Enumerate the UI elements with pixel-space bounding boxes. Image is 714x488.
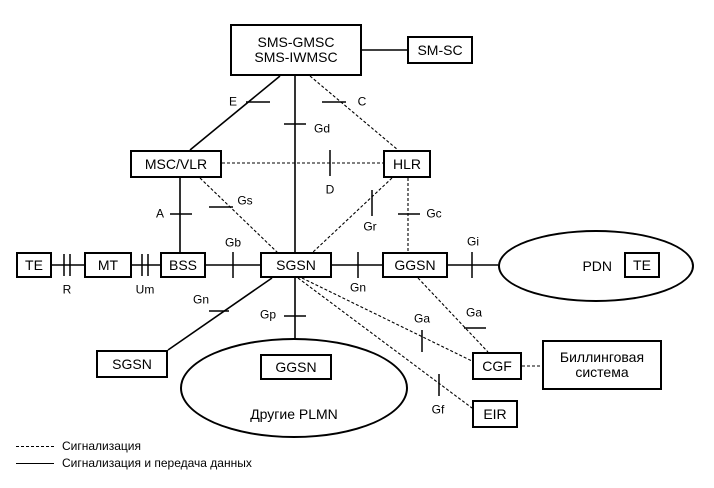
other-ggsn-label: GGSN — [275, 358, 317, 375]
sms-iwmsc-label: SMS-IWMSC — [254, 49, 338, 65]
mt-label: MT — [97, 256, 119, 273]
mt-node: MT — [84, 252, 132, 278]
interface-label-ga-ggsn: Ga — [465, 305, 483, 320]
te-right-label: TE — [633, 256, 651, 273]
link-hlr-sgsn — [311, 177, 393, 254]
interface-label-ga-sgsn: Ga — [413, 311, 431, 326]
eir-node: EIR — [472, 400, 518, 428]
sm-sc-label: SM-SC — [417, 41, 463, 58]
bss-label: BSS — [168, 256, 197, 273]
interface-label-gc: Gc — [426, 206, 442, 221]
interface-label-e: E — [228, 94, 238, 109]
legend-signaling-data-text: Сигнализация и передача данных — [62, 456, 252, 470]
eir-label: EIR — [483, 405, 507, 422]
interface-label-gr: Gr — [363, 219, 377, 234]
ggsn-label: GGSN — [394, 256, 436, 273]
link-sgsn-cgf — [301, 277, 475, 363]
interface-label-um: Um — [135, 282, 155, 297]
hlr-label: HLR — [392, 155, 421, 172]
sm-sc-node: SM-SC — [407, 36, 473, 64]
billing-label-line1: Биллинговая — [559, 349, 645, 365]
legend-signaling: Сигнализация — [16, 439, 141, 453]
interface-label-gd: Gd — [313, 121, 331, 136]
sgsn-label: SGSN — [276, 256, 316, 273]
link-gmsc-mscvlr — [189, 75, 281, 151]
link-sgsn-remote-sgsn — [167, 277, 273, 351]
interface-label-gp: Gp — [259, 307, 277, 322]
interface-label-c: C — [357, 94, 367, 109]
interface-label-gf: Gf — [431, 402, 445, 417]
msc-vlr-label: MSC/VLR — [144, 155, 208, 172]
sgsn-node: SGSN — [260, 252, 332, 278]
interface-label-gb: Gb — [224, 235, 242, 250]
link-mscvlr-sgsn — [199, 177, 279, 254]
link-gmsc-hlr — [309, 75, 399, 151]
legend-signaling-text: Сигнализация — [62, 439, 142, 453]
interface-label-gi: Gi — [467, 234, 479, 249]
dashed-links — [199, 75, 542, 409]
link-sgsn-eir — [297, 277, 473, 409]
remote-sgsn-node: SGSN — [96, 350, 168, 378]
billing-system-node: Биллинговая система — [542, 340, 662, 390]
interface-ticks — [63, 101, 486, 396]
interface-label-r: R — [62, 282, 72, 297]
other-plmn-label: Другие PLMN — [250, 406, 338, 422]
other-ggsn-node: GGSN — [260, 354, 332, 380]
hlr-node: HLR — [383, 150, 431, 178]
legend-solid-swatch — [16, 462, 54, 464]
te-left-node: TE — [16, 252, 52, 278]
msc-vlr-node: MSC/VLR — [130, 150, 222, 178]
interface-label-d: D — [325, 182, 335, 197]
sms-gmsc-label: SMS-GMSC — [257, 34, 335, 50]
sms-gmsc-node: SMS-GMSC SMS-IWMSC — [230, 24, 362, 76]
other-plmn-ellipse: Другие PLMN — [180, 338, 408, 438]
remote-sgsn-label: SGSN — [112, 355, 152, 372]
interface-label-gn-ggsn: Gn — [349, 280, 367, 295]
bss-node: BSS — [160, 252, 206, 278]
interface-label-a: A — [155, 206, 165, 221]
billing-label-line2: система — [575, 364, 629, 380]
interface-label-gs: Gs — [237, 193, 253, 208]
cgf-label: CGF — [482, 357, 512, 374]
te-left-label: TE — [25, 256, 43, 273]
ggsn-node: GGSN — [382, 252, 448, 278]
pdn-label: PDN — [582, 257, 612, 274]
te-right-node: TE — [624, 252, 660, 278]
solid-links — [52, 49, 498, 351]
cgf-node: CGF — [472, 352, 522, 380]
legend-signaling-data: Сигнализация и передача данных — [16, 456, 252, 470]
link-ggsn-cgf — [417, 277, 489, 353]
pdn-ellipse: PDN — [498, 230, 694, 302]
legend-dashed-swatch — [16, 445, 54, 447]
interface-label-gn-remote: Gn — [192, 292, 210, 307]
